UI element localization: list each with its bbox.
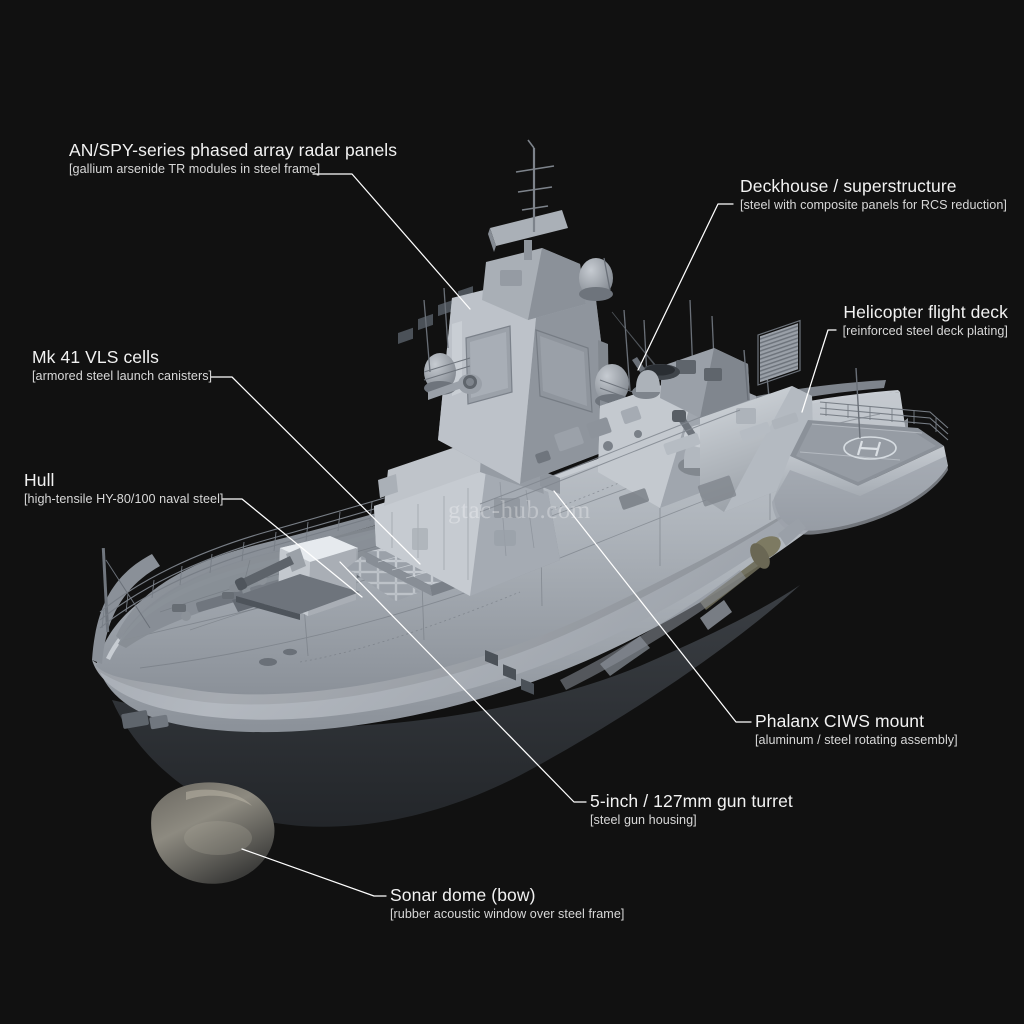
callout-radar[interactable]: AN/SPY-series phased array radar panels …: [69, 140, 397, 177]
callout-flightdeck[interactable]: Helicopter flight deck [reinforced steel…: [700, 302, 1008, 339]
callout-hull-subtitle: [high-tensile HY-80/100 naval steel]: [24, 492, 224, 506]
stern-railing: [819, 401, 949, 441]
callout-ciws-title: Phalanx CIWS mount: [755, 711, 925, 731]
callout-deckhouse-title: Deckhouse / superstructure: [740, 176, 957, 196]
midship-railing: [479, 401, 741, 513]
helipad-h-marking: [856, 440, 882, 457]
callout-flightdeck-title: Helicopter flight deck: [843, 302, 1008, 322]
callout-sonar-title: Sonar dome (bow): [390, 885, 536, 905]
air-search-radar: [488, 210, 568, 260]
callout-vls[interactable]: Mk 41 VLS cells [armored steel launch ca…: [32, 347, 212, 384]
spy-radar-panel-2: [535, 329, 593, 413]
fire-control-director: [458, 374, 482, 394]
callout-vls-subtitle: [armored steel launch canisters]: [32, 369, 213, 383]
callout-sonar[interactable]: Sonar dome (bow) [rubber acoustic window…: [390, 885, 624, 922]
callout-hull-title: Hull: [24, 470, 55, 490]
callout-gun-title: 5-inch / 127mm gun turret: [590, 791, 793, 811]
callout-ciws[interactable]: Phalanx CIWS mount [aluminum / steel rot…: [755, 711, 958, 748]
callout-radar-title: AN/SPY-series phased array radar panels: [69, 140, 398, 160]
anchor-fittings: [121, 648, 297, 730]
callout-deckhouse-subtitle: [steel with composite panels for RCS red…: [740, 198, 1007, 212]
callout-sonar-subtitle: [rubber acoustic window over steel frame…: [390, 907, 625, 921]
midship-equipment: [535, 405, 799, 464]
mast-yardarms: [515, 139, 555, 211]
callout-flightdeck-subtitle: [reinforced steel deck plating]: [842, 324, 1008, 338]
callout-hull[interactable]: Hull [high-tensile HY-80/100 naval steel…: [24, 470, 223, 507]
callout-radar-subtitle: [gallium arsenide TR modules in steel fr…: [69, 162, 321, 176]
callout-gun[interactable]: 5-inch / 127mm gun turret [steel gun hou…: [590, 791, 793, 828]
hull-underwater: [112, 585, 800, 827]
callout-gun-subtitle: [steel gun housing]: [590, 813, 697, 827]
callout-ciws-subtitle: [aluminum / steel rotating assembly]: [755, 733, 958, 747]
callout-deckhouse[interactable]: Deckhouse / superstructure [steel with c…: [740, 176, 1007, 213]
callout-vls-title: Mk 41 VLS cells: [32, 347, 159, 367]
